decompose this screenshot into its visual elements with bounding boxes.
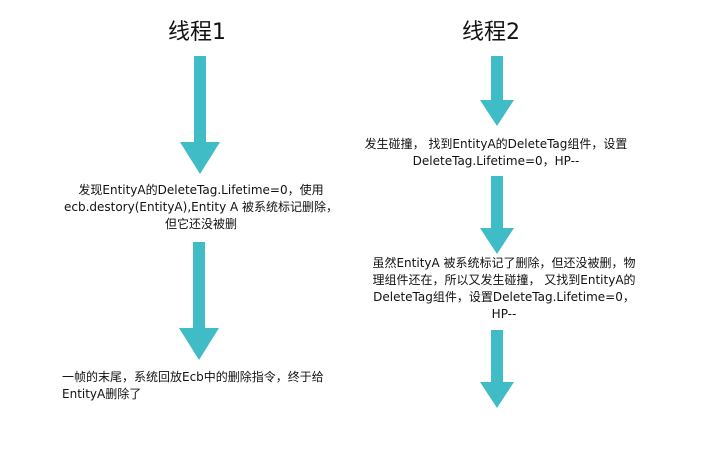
- thread1-step1-text: 发现EntityA的DeleteTag.Lifetime=0，使用 ecb.de…: [36, 182, 366, 233]
- thread1-arrow-1: [180, 56, 220, 174]
- thread2-step2-line3: DeleteTag组件，设置DeleteTag.Lifetime=0，: [373, 290, 635, 304]
- thread2-step1-text: 发生碰撞， 找到EntityA的DeleteTag组件，设置 DeleteTag…: [338, 136, 654, 170]
- thread1-step2-text: 一帧的末尾，系统回放Ecb中的删除指令，终于给 EntityA删除了: [62, 369, 362, 403]
- thread1-step2-line1: 一帧的末尾，系统回放Ecb中的删除指令，终于给: [62, 370, 324, 384]
- thread2-arrow-2: [480, 176, 514, 254]
- thread2-step2-line1: 虽然EntityA 被系统标记了删除，但还没被删，物: [372, 256, 636, 270]
- thread2-step1-line1: 发生碰撞， 找到EntityA的DeleteTag组件，设置: [364, 137, 628, 151]
- thread2-title: 线程2: [462, 20, 520, 45]
- thread2-arrow-3: [480, 330, 514, 408]
- thread1-title: 线程1: [168, 20, 226, 45]
- thread2-step2-line4: HP--: [491, 307, 517, 321]
- thread2-step2-line2: 理组件还在，所以又发生碰撞， 又找到EntityA的: [372, 273, 636, 287]
- thread1-step2-line2: EntityA删除了: [62, 387, 142, 401]
- thread2-arrow-1: [480, 56, 514, 126]
- thread1-step1-line1: 发现EntityA的DeleteTag.Lifetime=0，使用: [78, 183, 324, 197]
- thread2-step1-line2: DeleteTag.Lifetime=0，HP--: [412, 154, 580, 168]
- thread1-arrow-2: [179, 242, 219, 360]
- thread2-step2-text: 虽然EntityA 被系统标记了删除，但还没被删，物 理组件还在，所以又发生碰撞…: [344, 255, 664, 323]
- thread1-step1-line3: 但它还没被删: [164, 217, 237, 231]
- thread1-step1-line2: ecb.destory(EntityA),Entity A 被系统标记删除，: [63, 200, 339, 214]
